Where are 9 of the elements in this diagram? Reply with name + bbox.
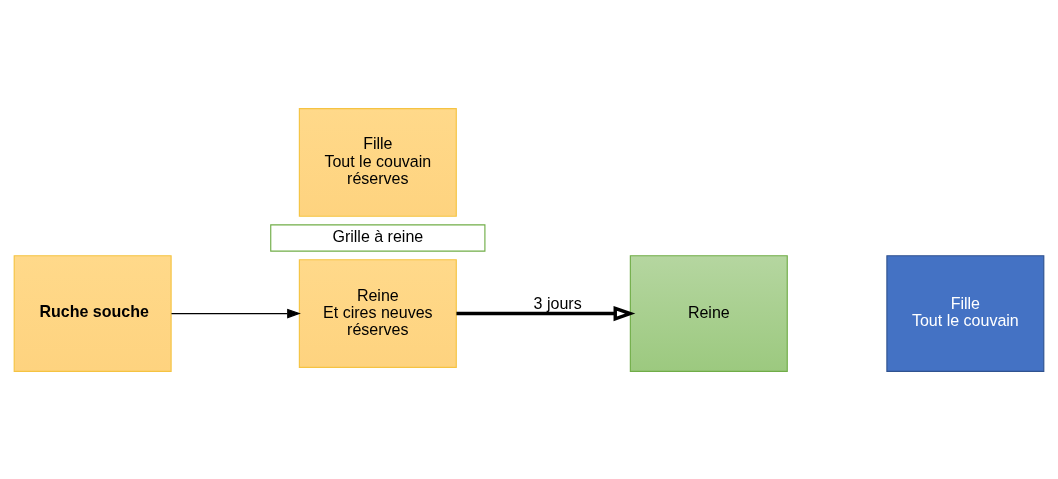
node-box: Reine [629,254,788,372]
arrow [456,305,636,321]
node-box: Reine Et cires neuves réserves [298,258,457,368]
node-box: Fille Tout le couvain [886,254,1045,372]
node-box: Fille Tout le couvain réserves [298,107,457,217]
node-box: Ruche souche [13,254,172,372]
arrow [170,308,301,318]
edge-label: 3 jours [533,293,582,312]
node-box: Grille à reine [270,223,486,252]
